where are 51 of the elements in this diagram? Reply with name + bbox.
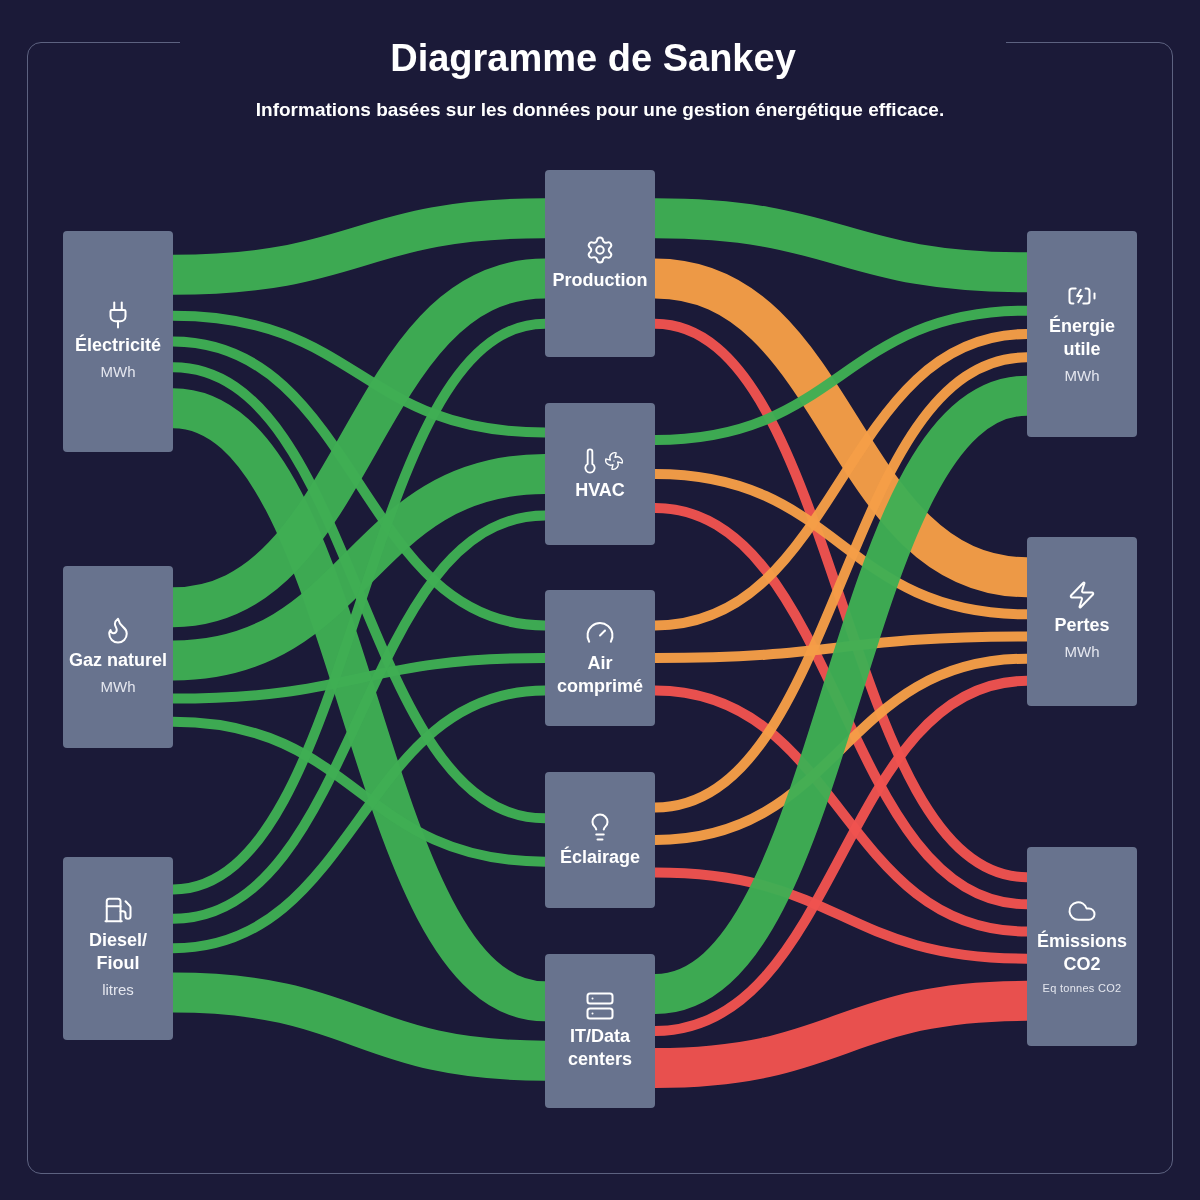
node-box [545,403,655,545]
node-box [545,590,655,726]
node-box [1027,231,1137,437]
node-box [1027,847,1137,1046]
node-box [545,954,655,1108]
flow-ribbon [654,503,1028,910]
flow-ribbon [171,454,547,681]
flow-ribbon [172,310,546,438]
flow-ribbon [654,980,1028,1088]
flow-ribbon [172,336,546,631]
unit-label: MWh [1064,365,1100,386]
flow-ribbon [654,329,1028,631]
unit-label: MWh [100,361,136,382]
flow-ribbon [172,716,546,867]
flow-ribbon [171,318,547,895]
flow-ribbon [654,198,1028,293]
flow-ribbon [654,352,1028,813]
flow-ribbon [654,631,1028,663]
node-label: IT/Data centers [566,1025,633,1071]
node-label: Éclairage [559,845,641,869]
flow-ribbon [654,867,1028,964]
flow-ribbon [172,653,546,704]
node-box [63,566,173,748]
unit-label: litres [102,980,134,1001]
flow-ribbon [654,305,1028,445]
node-box [545,170,655,357]
node-label: Électricité [74,333,161,357]
node-box [63,231,173,452]
flow-ribbon [172,362,546,824]
node-box [63,857,173,1040]
unit-label: MWh [1064,641,1100,662]
node-label: Émissions CO2 [1035,930,1128,977]
flow-ribbon [172,510,546,924]
flow-ribbon [654,685,1028,937]
node-box [1027,537,1137,706]
flow-ribbon [654,675,1028,1036]
node-box [545,772,655,908]
subtitle: Informations basées sur les données pour une gestion énergétique efficace. [254,98,946,122]
unit-label: MWh [100,677,136,698]
node-label: Énergie utile [1048,314,1116,361]
node-label: Gaz naturel [69,649,167,673]
node-label: HVAC [575,478,625,502]
node-label: Production [552,269,648,292]
node-label: Diesel/ Fioul [87,929,148,976]
node-label: Pertes [1054,613,1110,637]
flow-ribbon [172,198,546,295]
flow-ribbon [172,685,546,954]
node-label: Air comprimé [556,652,644,698]
flow-ribbon [653,318,1029,882]
unit-label: Eq tonnes CO2 [1042,981,1122,997]
flow-ribbon [654,469,1028,620]
